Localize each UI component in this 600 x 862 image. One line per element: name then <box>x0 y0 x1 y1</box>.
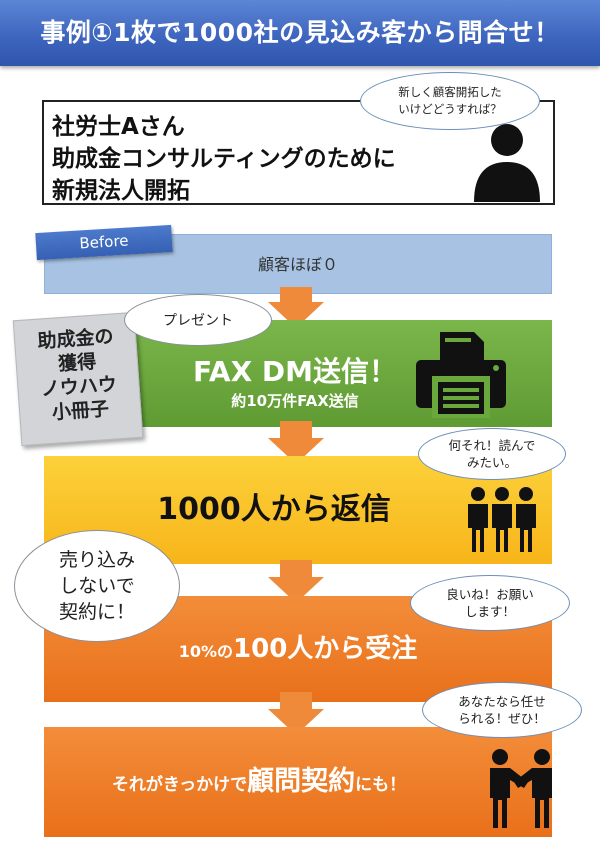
before-status: 顧客ほぼ０ <box>257 255 338 274</box>
present-bubble: プレゼント <box>124 294 272 346</box>
group-people-icon <box>465 486 540 554</box>
fax-step-title: FAX DM送信！ <box>192 355 398 388</box>
fax-step-subtitle: 約10万件FAX送信 <box>231 392 359 410</box>
arrow-2-shaft <box>280 421 312 439</box>
persona-thought-bubble: 新しく顧客開拓した いけどどうすれば？ <box>360 72 540 130</box>
reply-thought-bubble: 何それ！読んで みたい。 <box>418 428 566 480</box>
persona-goal: 新規法人開拓 <box>52 178 190 204</box>
no-sell-bubble: 売り込み しないで 契約に！ <box>14 530 180 642</box>
handshake-icon <box>488 748 554 830</box>
page-title: 事例①1枚で1000社の見込み客から問合せ！ <box>40 18 560 47</box>
persona-name: 社労士Aさん <box>52 114 185 140</box>
contract-step-prefix: それがきっかけで <box>111 775 248 795</box>
title-banner <box>0 0 600 66</box>
contract-step-suffix: にも！ <box>355 775 407 795</box>
contract-thought-text: あなたなら任せ られる！ぜひ！ <box>458 694 546 726</box>
reply-step-text: 1000人から返信 <box>157 492 391 527</box>
persona-purpose: 助成金コンサルティングのために <box>52 146 396 172</box>
contract-thought-bubble: あなたなら任せ られる！ぜひ！ <box>422 682 582 738</box>
arrow-3-shaft <box>280 560 312 578</box>
order-step-main: 100人から受注 <box>233 634 418 664</box>
reply-thought-text: 何それ！読んで みたい。 <box>448 438 536 470</box>
arrow-1-shaft <box>280 287 312 303</box>
persona-thought-text: 新しく顧客開拓した いけどどうすれば？ <box>398 85 502 116</box>
booklet-label: 助成金の 獲得 ノウハウ 小冊子 <box>36 325 118 424</box>
order-thought-text: 良いね！お願い します！ <box>446 587 534 619</box>
order-step-prefix: 10%の <box>178 642 234 661</box>
present-bubble-text: プレゼント <box>163 313 233 329</box>
contract-step-bar <box>44 727 552 837</box>
person-icon <box>472 122 542 202</box>
no-sell-text: 売り込み しないで 契約に！ <box>58 549 135 623</box>
order-step-text: 10%の100人から受注 <box>44 596 552 702</box>
contract-step-main: 顧問契約 <box>247 766 356 797</box>
order-thought-bubble: 良いね！お願い します！ <box>410 575 570 631</box>
fax-machine-icon <box>412 330 510 422</box>
arrow-4-shaft <box>280 692 312 710</box>
contract-step-text: それがきっかけで顧問契約にも！ <box>44 727 474 837</box>
